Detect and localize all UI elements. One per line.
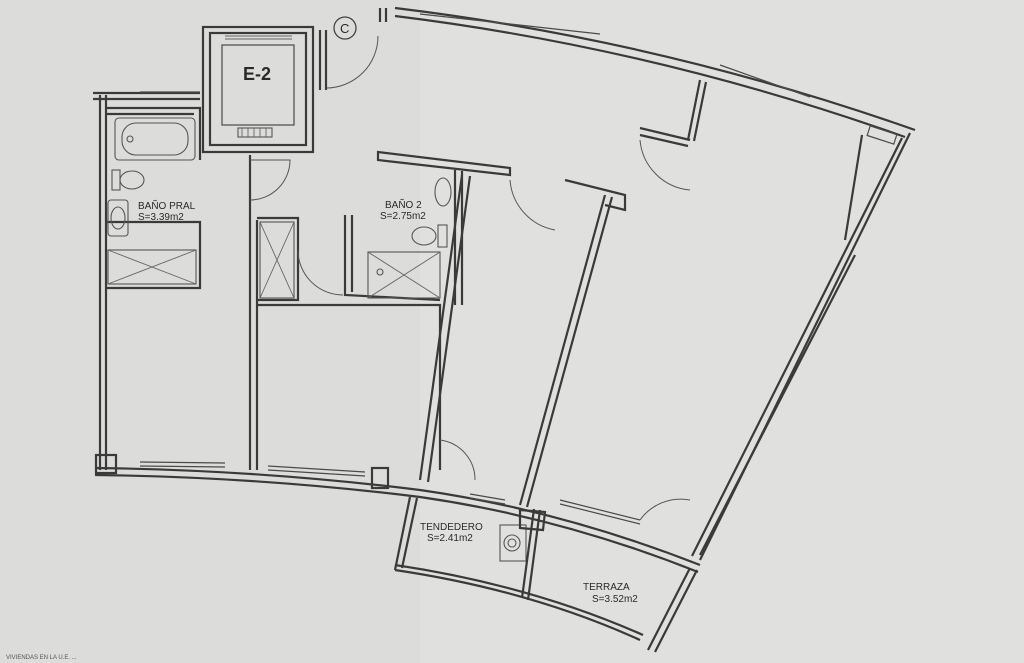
shower-bath-2 bbox=[367, 251, 441, 299]
room-area: S=3.52m2 bbox=[592, 594, 638, 605]
room-name: TERRAZA bbox=[583, 582, 630, 593]
room-name: BAÑO 2 bbox=[385, 198, 422, 211]
service-area-walls bbox=[393, 496, 547, 601]
room-area: S=2.75m2 bbox=[380, 211, 426, 222]
footer-note: VIVIENDAS EN LA U.E. ... bbox=[6, 655, 77, 661]
wardrobe-second bbox=[259, 221, 295, 299]
elevator-label: E-2 bbox=[243, 64, 271, 84]
room-area: S=3.39m2 bbox=[138, 212, 184, 223]
door-swings bbox=[249, 139, 691, 521]
room-name: BAÑO PRAL bbox=[138, 199, 196, 212]
elevator-core: E-2 bbox=[201, 25, 315, 154]
toilet-principal bbox=[111, 169, 145, 191]
washing-machine bbox=[499, 524, 527, 562]
interior-walls bbox=[106, 79, 898, 556]
room-label-bano-pral: BAÑO PRAL S=3.39m2 bbox=[138, 199, 196, 223]
sink-principal bbox=[107, 199, 129, 237]
windows bbox=[94, 13, 811, 525]
room-area: S=2.41m2 bbox=[427, 533, 473, 544]
toilet-bath-2 bbox=[411, 224, 448, 248]
room-label-terraza: TERRAZA S=3.52m2 bbox=[583, 582, 638, 605]
entry-marker-label: C bbox=[340, 21, 349, 36]
sink-bath-2 bbox=[434, 177, 452, 207]
wardrobe-principal bbox=[107, 249, 197, 285]
room-label-bano-2: BAÑO 2 S=2.75m2 bbox=[380, 198, 426, 222]
paper-fold-right bbox=[420, 0, 1024, 663]
room-name: TENDEDERO bbox=[420, 522, 483, 533]
entry-marker: C bbox=[333, 16, 357, 40]
room-label-tendedero: TENDEDERO S=2.41m2 bbox=[420, 522, 483, 544]
outer-walls bbox=[93, 6, 916, 653]
entry-door bbox=[318, 8, 388, 90]
bathtub bbox=[114, 117, 196, 161]
